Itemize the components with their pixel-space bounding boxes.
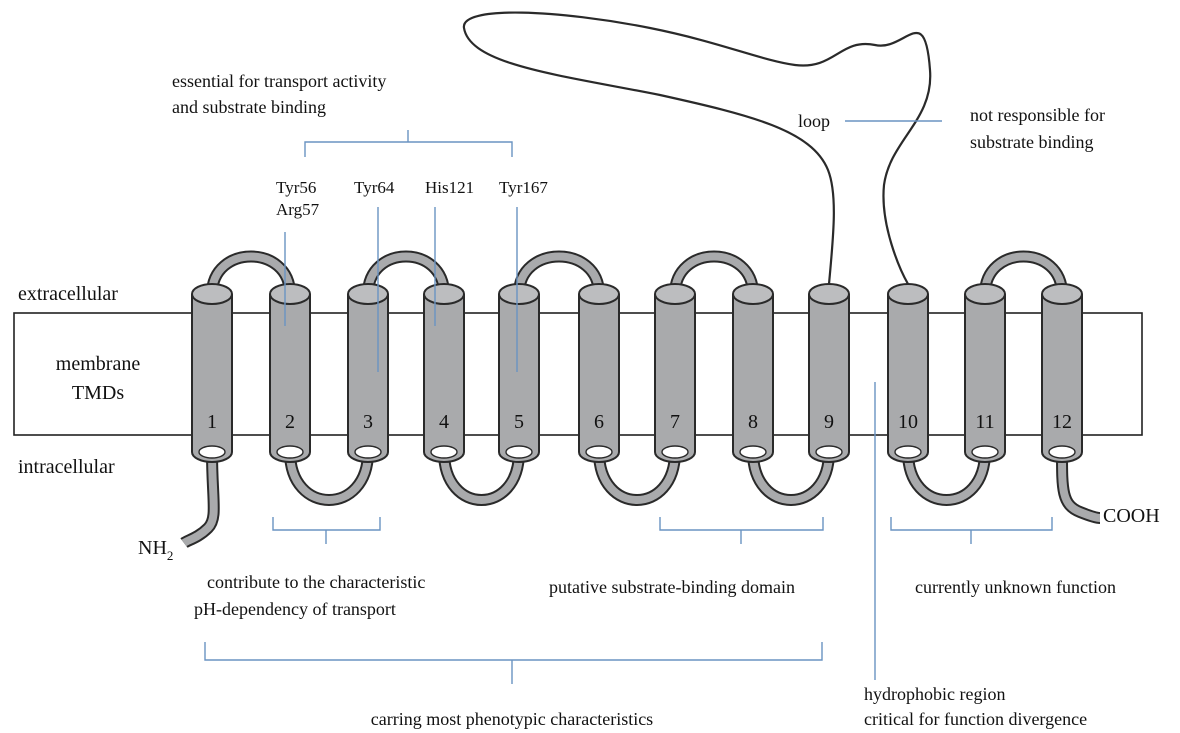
helix-bottom-cap <box>1049 446 1075 458</box>
helix-body <box>655 294 695 462</box>
not-responsible-line2: substrate binding <box>970 132 1094 152</box>
helix-top <box>270 284 310 304</box>
nh2-label: NH2 <box>138 537 173 563</box>
helix-bottom-cap <box>662 446 688 458</box>
helix-top <box>809 284 849 304</box>
helix-3: 3 <box>348 284 388 462</box>
arg57-label: Arg57 <box>276 200 320 219</box>
helix-1: 1 <box>192 284 232 462</box>
helix-top <box>655 284 695 304</box>
helix-6: 6 <box>579 284 619 462</box>
helix-bottom-cap <box>355 446 381 458</box>
helix-bottom-cap <box>895 446 921 458</box>
essential-line2: and substrate binding <box>172 97 326 117</box>
helix-bottom-cap <box>816 446 842 458</box>
helix-top <box>579 284 619 304</box>
tyr64-label: Tyr64 <box>354 178 395 197</box>
helix-bottom-cap <box>431 446 457 458</box>
hydrophobic-line2: critical for function divergence <box>864 709 1087 729</box>
helix-top <box>888 284 928 304</box>
helix-body <box>888 294 928 462</box>
helix-number: 10 <box>898 411 918 433</box>
helix-7: 7 <box>655 284 695 462</box>
helix-body <box>499 294 539 462</box>
helix-bottom-cap <box>740 446 766 458</box>
large-loop <box>464 13 930 284</box>
ph-line1: contribute to the characteristic <box>207 572 425 592</box>
helix-number: 9 <box>824 411 834 433</box>
helix-bottom-cap <box>586 446 612 458</box>
helix-bottom-cap <box>199 446 225 458</box>
helix-bottom-cap <box>277 446 303 458</box>
cooh-label: COOH <box>1103 505 1160 527</box>
helix-top <box>1042 284 1082 304</box>
substrate-domain-label: putative substrate-binding domain <box>549 577 795 597</box>
helix-number: 6 <box>594 411 604 433</box>
helix-number: 2 <box>285 411 295 433</box>
membrane-label: membrane <box>56 353 141 375</box>
helix-top <box>733 284 773 304</box>
helix-number: 3 <box>363 411 373 433</box>
helix-top <box>348 284 388 304</box>
helix-top <box>965 284 1005 304</box>
nh2-main: NH <box>138 537 167 559</box>
helix-number: 1 <box>207 411 217 433</box>
not-responsible-line1: not responsible for <box>970 105 1105 125</box>
tyr56-label: Tyr56 <box>276 178 316 197</box>
helix-body <box>348 294 388 462</box>
helix-11: 11 <box>965 284 1005 462</box>
tyr167-label: Tyr167 <box>499 178 548 197</box>
tmds-label: TMDs <box>72 382 124 404</box>
essential-line1: essential for transport activity <box>172 71 386 91</box>
helix-body <box>424 294 464 462</box>
helix-top <box>192 284 232 304</box>
unknown-function-bracket <box>891 517 1052 544</box>
helix-body <box>809 294 849 462</box>
helix-2: 2 <box>270 284 310 462</box>
helix-4: 4 <box>424 284 464 462</box>
helix-number: 5 <box>514 411 524 433</box>
his121-label: His121 <box>425 178 474 197</box>
helix-body <box>192 294 232 462</box>
ph-line2: pH-dependency of transport <box>194 599 396 619</box>
substrate-domain-bracket <box>660 517 823 544</box>
helix-number: 7 <box>670 411 680 433</box>
helix-number: 8 <box>748 411 758 433</box>
helix-body <box>965 294 1005 462</box>
helix-number: 4 <box>439 411 449 433</box>
helix-10: 10 <box>888 284 928 462</box>
intracellular-label: intracellular <box>18 456 115 478</box>
helix-body <box>579 294 619 462</box>
helix-8: 8 <box>733 284 773 462</box>
helix-5: 5 <box>499 284 539 462</box>
helix-number: 12 <box>1052 411 1072 433</box>
hydrophobic-line1: hydrophobic region <box>864 684 1005 704</box>
helix-body <box>270 294 310 462</box>
helix-top <box>499 284 539 304</box>
loop-label: loop <box>798 111 830 131</box>
nh2-subscript: 2 <box>167 548 174 563</box>
n-terminal-tail <box>184 452 214 543</box>
helix-bottom-cap <box>506 446 532 458</box>
helix-bottom-cap <box>972 446 998 458</box>
ph-bracket <box>273 517 380 544</box>
helix-body <box>1042 294 1082 462</box>
helix-number: 11 <box>975 411 994 433</box>
essential-bracket <box>305 130 512 157</box>
unknown-function-label: currently unknown function <box>915 577 1116 597</box>
phenotypic-bracket <box>205 642 822 684</box>
helix-top <box>424 284 464 304</box>
helix-9: 9 <box>809 284 849 462</box>
extracellular-label: extracellular <box>18 283 118 305</box>
helix-12: 12 <box>1042 284 1082 462</box>
helix-body <box>733 294 773 462</box>
phenotypic-label: carring most phenotypic characteristics <box>371 709 653 729</box>
